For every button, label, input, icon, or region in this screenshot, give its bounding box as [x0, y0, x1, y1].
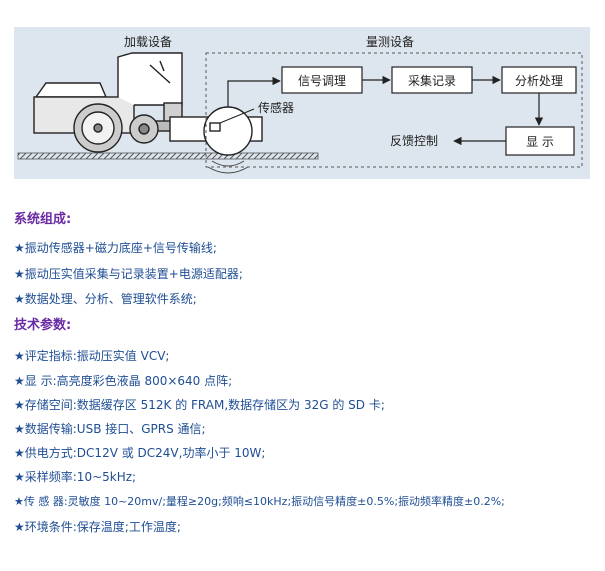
- tech-item: ★存储空间:数据缓存区 512K 的 FRAM,数据存储区为 32G 的 SD …: [14, 398, 385, 412]
- measuring-equipment-box: [205, 52, 583, 168]
- tech-heading: 技术参数:: [14, 318, 72, 333]
- analysis-processing-label: 分析处理: [515, 74, 563, 88]
- system-item: ★振动传感器+磁力底座+信号传输线;: [14, 241, 217, 255]
- tech-item: ★采样频率:10~5kHz;: [14, 470, 137, 484]
- roller-vehicle: [33, 52, 263, 156]
- star-icon: ★: [14, 398, 25, 412]
- tech-item: ★供电方式:DC12V 或 DC24V,功率小于 10W;: [14, 446, 266, 460]
- star-icon: ★: [14, 374, 25, 388]
- star-icon: ★: [14, 267, 25, 281]
- star-icon: ★: [14, 446, 25, 460]
- star-icon: ★: [14, 241, 25, 255]
- acquisition-recording-label: 采集记录: [408, 73, 456, 88]
- system-item: ★数据处理、分析、管理软件系统;: [14, 292, 197, 306]
- tech-item: ★环境条件:保存温度;工作温度;: [14, 520, 181, 534]
- system-diagram: 传感器 加载设备 量测设备 信号调理 采集记录 分析处理 显 示 反馈控制: [14, 27, 590, 179]
- display-box: [505, 126, 575, 156]
- star-icon: ★: [14, 292, 25, 306]
- tech-item: ★数据传输:USB 接口、GPRS 通信;: [14, 422, 206, 436]
- star-icon: ★: [14, 495, 24, 508]
- feedback-control-label: 反馈控制: [390, 134, 438, 148]
- star-icon: ★: [14, 349, 25, 363]
- ground-strip: [17, 152, 319, 160]
- signal-conditioning-label: 信号调理: [298, 74, 346, 88]
- arrow-sensor-to-conditioning: [227, 76, 281, 107]
- tech-item: ★显 示:高亮度彩色液晶 800×640 点阵;: [14, 374, 233, 388]
- sensor-label: 传感器: [258, 100, 294, 115]
- star-icon: ★: [14, 422, 25, 436]
- vibration-wave: [207, 166, 249, 174]
- star-icon: ★: [14, 520, 25, 534]
- sensor-pointer: [219, 108, 255, 124]
- signal-conditioning-box: [281, 66, 363, 94]
- display-label: 显 示: [526, 135, 554, 149]
- tech-item: ★传 感 器:灵敏度 10~20mv/;量程≥20g;频响≤10kHz;振动信号…: [14, 495, 505, 508]
- tech-item: ★评定指标:振动压实值 VCV;: [14, 349, 170, 363]
- vibration-wave: [211, 160, 245, 167]
- system-item: ★振动压实值采集与记录装置+电源适配器;: [14, 267, 243, 281]
- system-heading: 系统组成:: [14, 212, 72, 227]
- loading-equipment-label: 加载设备: [124, 35, 172, 49]
- acquisition-recording-box: [391, 66, 473, 94]
- star-icon: ★: [14, 470, 25, 484]
- measuring-equipment-label: 量测设备: [366, 35, 414, 49]
